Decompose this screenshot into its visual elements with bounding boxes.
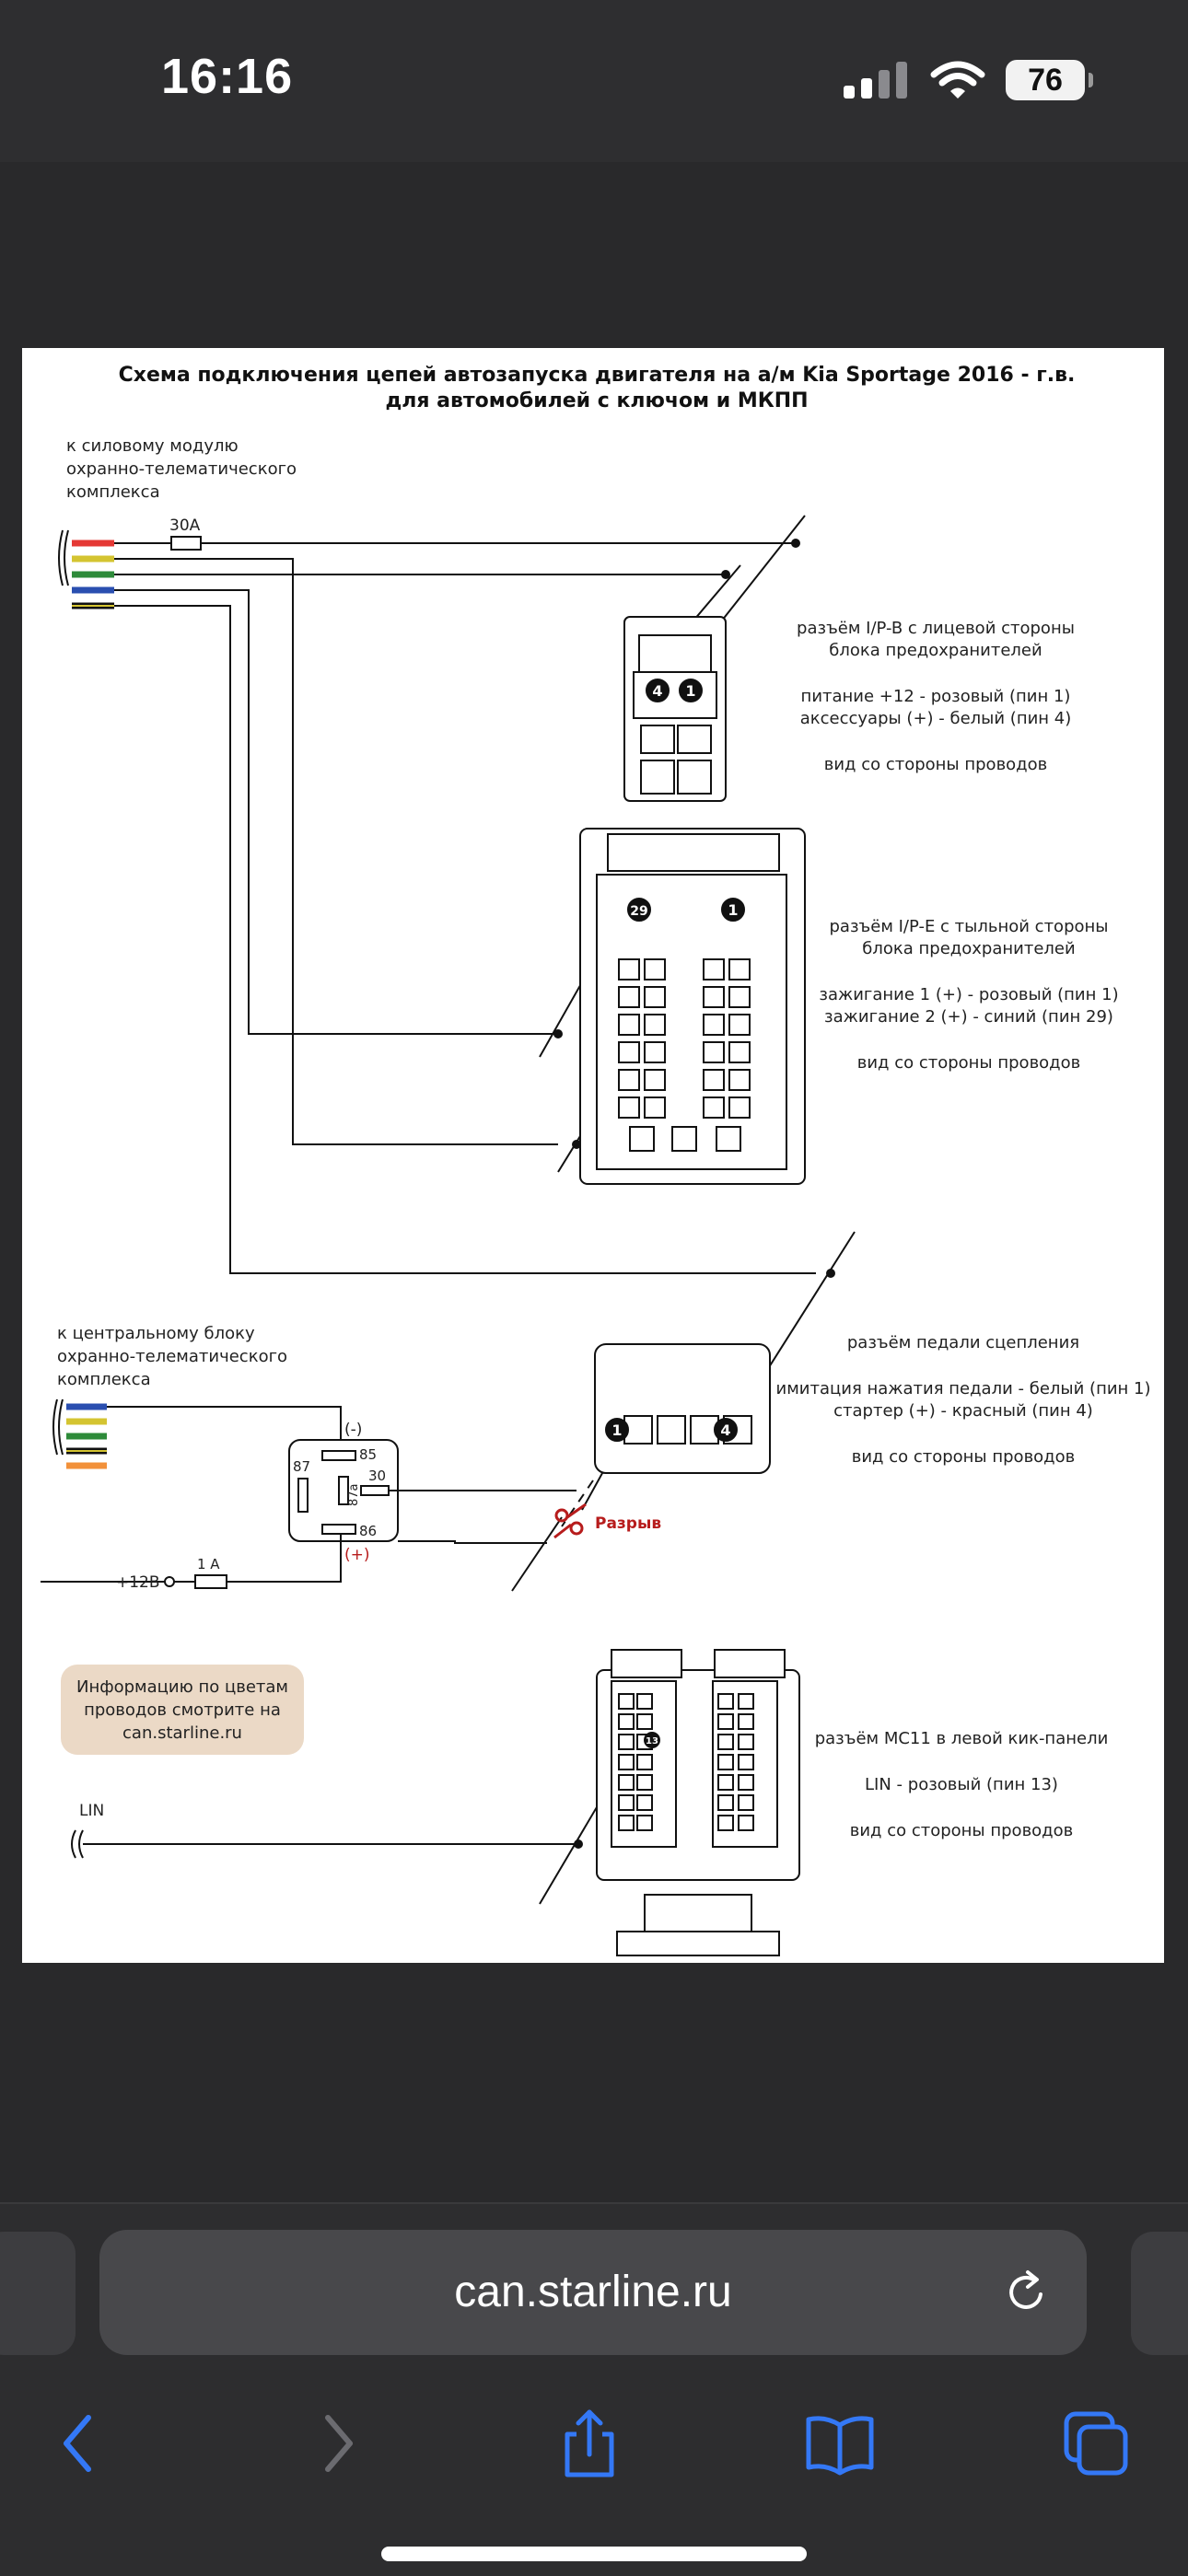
pedal-view: вид со стороны проводов <box>852 1447 1076 1467</box>
battery-icon: 76 <box>1006 60 1093 100</box>
home-indicator <box>381 2547 807 2561</box>
diagram-title-line2: для автомобилей с ключом и МКПП <box>385 389 808 412</box>
fuse-30a-label: 30A <box>169 516 201 535</box>
ip-b-pin-2: аксессуары (+) - белый (пин 4) <box>800 709 1072 728</box>
wire-bundle-bottom <box>52 1398 107 1469</box>
share-icon[interactable] <box>553 2407 626 2480</box>
lin-label: LIN <box>79 1802 104 1820</box>
mc11-pin: LIN - розовый (пин 13) <box>865 1775 1058 1794</box>
info-box-line2: проводов смотрите на <box>84 1700 281 1720</box>
module-label-2: охранно-телематического <box>66 459 297 479</box>
pedal-pin-a: 1 <box>611 1421 622 1439</box>
central-label-2: охранно-телематического <box>57 1347 287 1366</box>
central-label-1: к центральному блоку <box>57 1324 255 1343</box>
url-text: can.starline.ru <box>454 2268 732 2316</box>
v12-label: +12В <box>116 1573 160 1592</box>
pedal-pin-1: имитация нажатия педали - белый (пин 1) <box>776 1379 1151 1398</box>
ip-e-title-2: блока предохранителей <box>862 939 1075 958</box>
back-icon[interactable] <box>42 2407 116 2480</box>
relay-wires <box>41 1490 577 1589</box>
mc11-title: разъём MC11 в левой кик-панели <box>815 1729 1109 1748</box>
clock: 16:16 <box>161 49 294 104</box>
mc11-view: вид со стороны проводов <box>850 1821 1074 1840</box>
ip-b-pin-a: 4 <box>652 682 662 700</box>
lin-wire-end <box>71 1829 84 1859</box>
mc11-connector <box>596 1649 800 1956</box>
pedal-pin-b: 4 <box>720 1421 730 1439</box>
relay-pin-86: 86 <box>359 1523 377 1539</box>
pedal-connector <box>594 1343 771 1474</box>
relay-plus: (+) <box>344 1546 370 1564</box>
relay-minus: (-) <box>344 1421 362 1439</box>
v12-terminal <box>164 1576 175 1587</box>
ip-b-title-2: блока предохранителей <box>829 641 1042 660</box>
ip-e-pin-a: 29 <box>630 904 647 919</box>
central-wire <box>107 1406 342 1451</box>
ip-b-pin-b: 1 <box>685 682 695 700</box>
previous-tab-preview[interactable] <box>0 2232 76 2355</box>
ip-b-connector <box>623 616 727 802</box>
scissors-icon <box>553 1503 587 1539</box>
ip-e-pin-b: 1 <box>728 901 738 919</box>
relay-pin-87a: 87a <box>347 1483 361 1506</box>
break-label: Разрыв <box>595 1514 661 1533</box>
ip-e-view: вид со стороны проводов <box>857 1053 1081 1073</box>
ip-e-pin-2: зажигание 2 (+) - синий (пин 29) <box>824 1007 1113 1027</box>
ip-e-title-1: разъём I/P-E с тыльной стороны <box>830 917 1109 936</box>
info-box <box>61 1665 304 1755</box>
relay <box>288 1439 399 1542</box>
pedal-title: разъём педали сцепления <box>847 1333 1079 1352</box>
info-box-line1: Информацию по цветам <box>76 1677 288 1697</box>
relay-pin-30: 30 <box>368 1468 386 1484</box>
module-label-3: комплекса <box>66 482 160 502</box>
browser-bottom-bar: can.starline.ru <box>0 2202 1188 2576</box>
fuse-1a-label: 1 А <box>197 1556 220 1572</box>
wiring-diagram: Схема подключения цепей автозапуска двиг… <box>22 348 1164 1963</box>
pedal-pin-2: стартер (+) - красный (пин 4) <box>833 1401 1093 1421</box>
ip-b-pin-1: питание +12 - розовый (пин 1) <box>801 687 1071 706</box>
cellular-signal-icon <box>844 62 907 99</box>
relay-pin-85: 85 <box>359 1446 377 1463</box>
forward-icon[interactable] <box>300 2407 374 2480</box>
lead-dots <box>553 539 835 1278</box>
diagram-title-line1: Схема подключения цепей автозапуска двиг… <box>119 364 1076 387</box>
ip-e-connector <box>579 828 806 1185</box>
status-bar: 16:16 76 <box>0 0 1188 162</box>
bookmarks-icon[interactable] <box>803 2407 877 2480</box>
address-bar[interactable]: can.starline.ru <box>99 2230 1087 2355</box>
browser-toolbar <box>0 2392 1188 2502</box>
module-label-1: к силовому модулю <box>66 436 239 456</box>
wifi-icon <box>930 61 985 99</box>
info-box-line3: can.starline.ru <box>122 1723 242 1743</box>
tabs-icon[interactable] <box>1059 2407 1133 2480</box>
ip-e-pin-1: зажигание 1 (+) - розовый (пин 1) <box>819 985 1118 1004</box>
central-label-3: комплекса <box>57 1370 151 1389</box>
ip-b-title-1: разъём I/P-B с лицевой стороны <box>797 619 1075 638</box>
relay-pin-87: 87 <box>293 1458 310 1475</box>
next-tab-preview[interactable] <box>1131 2232 1188 2355</box>
status-icons: 76 <box>844 59 1093 101</box>
ip-b-view: вид со стороны проводов <box>824 755 1048 774</box>
mc11-pin-a: 13 <box>646 1736 658 1746</box>
battery-level: 76 <box>1028 62 1063 98</box>
reload-icon[interactable] <box>1000 2267 1052 2318</box>
top-wires <box>114 536 816 1274</box>
wire-bundle-top <box>58 529 114 609</box>
lin-dot <box>574 1839 583 1849</box>
